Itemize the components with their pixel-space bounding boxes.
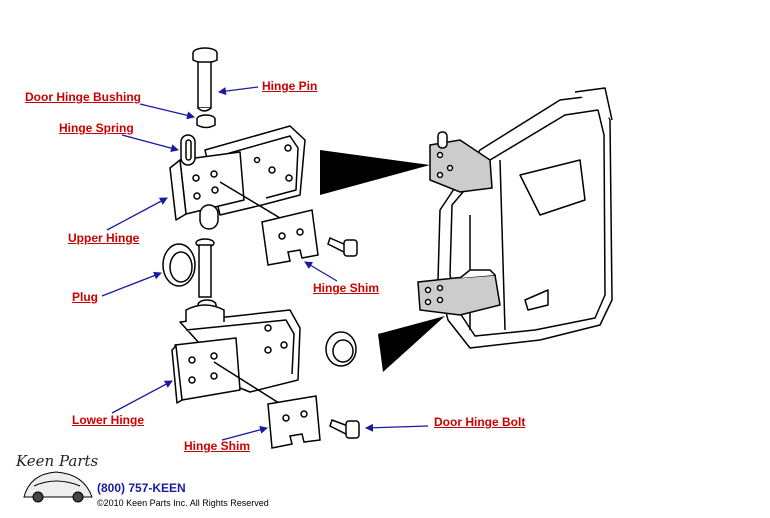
label-hinge-shim-upper[interactable]: Hinge Shim [313,281,380,295]
phone-number: (800) 757-KEEN [97,481,186,495]
upper-pointer-triangle [320,150,430,195]
label-hinge-shim-lower[interactable]: Hinge Shim [184,439,251,453]
label-lower-hinge[interactable]: Lower Hinge [72,413,145,427]
door-hinge-bolt-part [329,419,360,439]
label-upper-hinge[interactable]: Upper Hinge [68,231,140,245]
plug-part [162,243,196,287]
label-door-hinge-bushing[interactable]: Door Hinge Bushing [25,90,141,104]
label-hinge-spring[interactable]: Hinge Spring [59,121,134,135]
door-upper-hinge-detail [429,131,493,193]
hinge-pin-part [192,47,218,112]
door-hinge-bushing-part [196,114,216,129]
label-door-hinge-bolt[interactable]: Door Hinge Bolt [434,415,526,429]
lower-hinge-pin-part [195,238,217,315]
label-plug[interactable]: Plug [72,290,98,304]
label-hinge-pin[interactable]: Hinge Pin [262,79,318,93]
copyright-text: ©2010 Keen Parts Inc. All Rights Reserve… [97,498,269,508]
logo-text: Keen Parts [16,452,99,470]
lower-seal-part [325,331,357,367]
label-arrows [101,86,429,441]
door-lower-hinge-detail [417,269,501,316]
hinge-shim-upper-part [261,209,319,266]
lower-hinge-part [171,304,301,411]
lower-pointer-triangle [378,316,445,372]
upper-bolt-part [327,236,358,257]
hinge-shim-lower-part [267,395,321,449]
upper-hinge-part [169,125,306,231]
logo-car-icon [23,471,93,503]
